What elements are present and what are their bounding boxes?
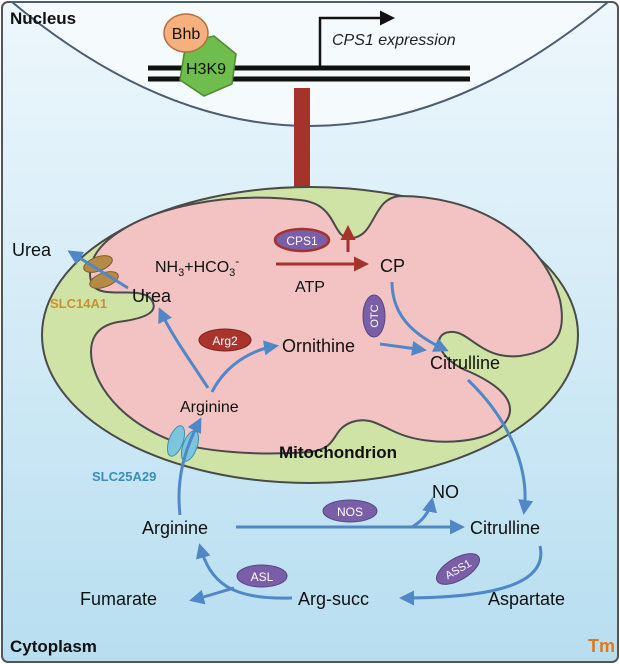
fumarate-label: Fumarate [80,589,157,609]
cps1-expression-label: CPS1 expression [332,32,456,49]
slc25a29-label: SLC25A29 [92,469,156,484]
arrow-arginine-to-urea [158,307,210,389]
substrate-label: NH3+HCO3- [155,254,239,279]
arg-succ-label: Arg-succ [298,589,369,609]
mitochondrion-label: Mitochondrion [279,443,397,462]
cps1-induction-arrow-shaft [294,88,310,210]
arrow-nos-to-no [411,497,437,529]
h3k9-label: H3K9 [186,61,226,78]
urea-inner-label: Urea [132,286,172,306]
nucleus-label: Nucleus [10,9,76,28]
citrulline-cyto-label: Citrulline [470,518,540,538]
arginine-inner-label: Arginine [180,399,239,416]
cytoplasm-label: Cytoplasm [10,637,97,656]
arrow-ornithine-to-citrulline [379,340,427,356]
arrow-argsucc-to-arginine [195,543,293,600]
brand-logo: Tm [588,636,615,656]
otc-enzyme [362,294,386,338]
cps1-enzyme-label: CPS1 [286,234,318,248]
nos-enzyme-label: NOS [337,505,363,519]
arrow-urea-export [67,250,129,290]
arg2-enzyme [198,328,252,352]
aspartate-label: Aspartate [488,589,565,609]
bhb-label: Bhb [172,26,201,43]
cp-label: CP [380,256,405,276]
asl-enzyme-label: ASL [251,570,274,584]
bhb-oval [163,13,209,53]
asl-enzyme [236,564,288,588]
expression-arrow [318,10,395,68]
arrow-citrulline-export [466,378,534,515]
slc25a29-channel-left [166,425,186,457]
arginine-cyto-label: Arginine [142,518,208,538]
slc14a1-label: SLC14A1 [50,296,107,311]
urea-outer-label: Urea [12,240,52,260]
cps1-enzyme [273,227,331,253]
nos-enzyme [322,499,378,523]
ass1-enzyme [436,553,480,585]
arrow-asl-to-fumarate [189,586,235,605]
nucleus-region [9,1,611,127]
ornithine-label: Ornithine [282,336,355,356]
arg2-enzyme-label: Arg2 [212,334,238,348]
arrow-cp-to-citrulline [390,281,449,352]
atp-label: ATP [295,279,325,296]
otc-enzyme-label: OTC [369,304,381,327]
mitochondrion-matrix [89,194,563,455]
citrulline-inner-label: Citrulline [430,353,500,373]
arrow-arginine-import [177,417,202,516]
arrow-arginine-to-ornithine [210,340,279,393]
arrow-citrulline-to-argsucc [399,545,543,606]
no-label: NO [432,482,459,502]
